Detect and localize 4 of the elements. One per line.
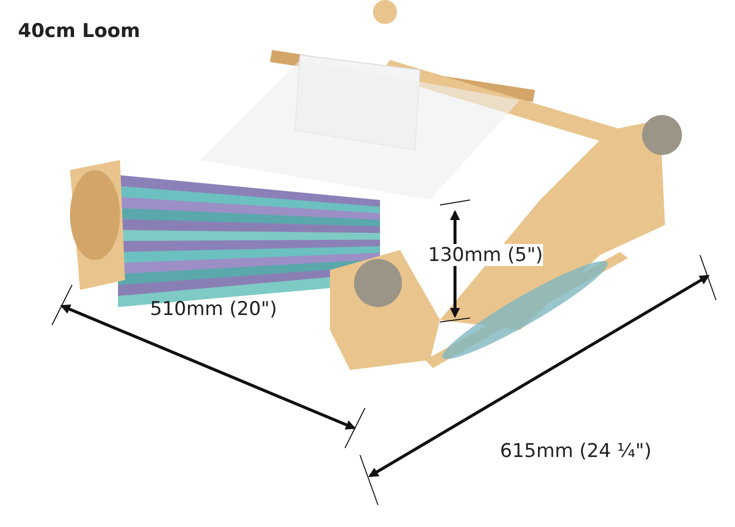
dimension-label: 510mm (20") bbox=[150, 298, 278, 320]
diagram-title: 40cm Loom bbox=[18, 20, 140, 42]
dimension-label: 130mm (5") bbox=[428, 244, 543, 266]
dimension-label: 615mm (24 ¼") bbox=[500, 440, 652, 462]
